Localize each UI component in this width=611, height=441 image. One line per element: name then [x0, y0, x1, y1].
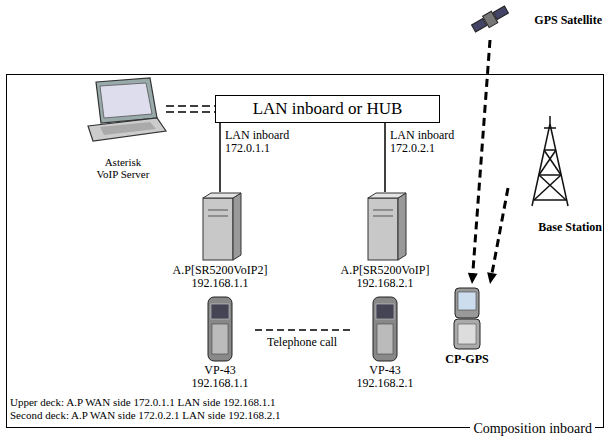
- connector-label: Telephone call: [267, 336, 337, 349]
- connector: [385, 123, 386, 192]
- phone-icon: [208, 297, 397, 361]
- node-text: Asterisk VoIP Server: [94, 156, 152, 180]
- satellite-node: GPS Satellite: [474, 2, 606, 40]
- connector-label: LAN inboard 172.0.1.1: [225, 129, 299, 155]
- connector: [468, 40, 490, 284]
- node-text: VP-43: [204, 364, 235, 377]
- node-text: CP-GPS: [445, 353, 488, 366]
- access-point: A.P[SR5200VoIP]192.168.2.1: [325, 192, 445, 292]
- connector-label: LAN inboard 172.0.2.1: [390, 129, 464, 155]
- connector: [255, 330, 350, 331]
- phone-node: VP-43192.168.2.1: [350, 292, 420, 392]
- phone-node: VP-43192.168.1.1: [185, 292, 255, 392]
- node-text: 192.168.2.1: [357, 277, 414, 290]
- composition-frame: Composition inboardAsterisk VoIP ServerL…: [6, 74, 604, 428]
- hub-box: LAN inboard or HUB: [215, 95, 440, 123]
- server-laptop: Asterisk VoIP Server: [80, 78, 166, 182]
- tower-icon: [532, 116, 568, 206]
- node-text: LAN inboard or HUB: [253, 100, 403, 119]
- deck-note: Second deck: A.P WAN side 172.0.2.1 LAN …: [10, 409, 280, 421]
- frame-title: Composition inboard: [470, 421, 595, 436]
- connector: [487, 188, 508, 284]
- gps-phone: CP-GPS: [432, 284, 502, 368]
- access-point-icon: [203, 193, 406, 260]
- connector: [220, 123, 221, 192]
- connector: [166, 106, 215, 112]
- node-text: A.P[SR5200VoIP]: [341, 264, 430, 277]
- access-point: A.P[SR5200VoIP2]192.168.1.1: [160, 192, 280, 292]
- node-text: VP-43: [369, 364, 400, 377]
- satellite-icon: [471, 4, 510, 34]
- laptop-icon: [88, 78, 166, 141]
- base-station: Base Station: [508, 118, 606, 236]
- node-text: GPS Satellite: [534, 14, 602, 27]
- node-text: 192.168.1.1: [192, 277, 249, 290]
- cp-gps-icon: [454, 288, 480, 349]
- node-text: A.P[SR5200VoIP2]: [173, 264, 268, 277]
- deck-note: Upper deck: A.P WAN side 172.0.1.1 LAN s…: [10, 396, 276, 408]
- node-text: Base Station: [538, 221, 602, 234]
- node-text: 192.168.1.1: [192, 377, 249, 390]
- node-text: 192.168.2.1: [357, 377, 414, 390]
